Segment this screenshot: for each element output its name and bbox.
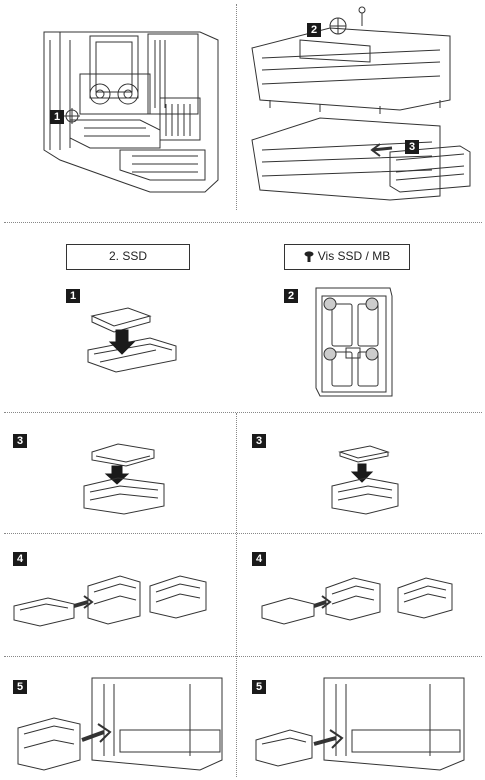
hdd-cage-removal-illustration <box>251 6 471 201</box>
step-badge-ssd-1: 1 <box>66 289 80 303</box>
case-install-left-illustration <box>17 677 223 771</box>
screw-label: Vis SSD / MB <box>317 249 391 263</box>
screw-icon <box>304 251 314 263</box>
divider-horizontal-1 <box>4 222 482 223</box>
step-badge-1: 1 <box>50 110 64 124</box>
step-badge-row4-right: 4 <box>252 552 266 566</box>
divider-horizontal-2 <box>4 412 482 413</box>
cage-insert-left-illustration <box>13 575 207 627</box>
step-badge-2: 2 <box>307 23 321 37</box>
step-badge-row4-left: 4 <box>13 552 27 566</box>
screw-panel-illustration <box>315 287 393 397</box>
step-badge-3: 3 <box>405 140 419 154</box>
screw-label-box: Vis SSD / MB <box>284 244 410 270</box>
divider-vertical-top <box>236 4 237 210</box>
step-badge-row5-right: 5 <box>252 680 266 694</box>
divider-horizontal-3 <box>4 533 482 534</box>
step-badge-row5-left: 5 <box>13 680 27 694</box>
ssd-into-cage-right-illustration <box>331 445 399 515</box>
step-badge-row3-right: 3 <box>252 434 266 448</box>
divider-horizontal-4 <box>4 656 482 657</box>
step-badge-screw-2: 2 <box>284 289 298 303</box>
case-interior-illustration <box>43 31 219 193</box>
hdd-into-cage-left-illustration <box>83 443 165 515</box>
ssd-title-box: 2. SSD <box>66 244 190 270</box>
case-install-right-illustration <box>255 677 465 771</box>
ssd-install-illustration <box>87 307 177 373</box>
step-badge-row3-left: 3 <box>13 434 27 448</box>
divider-vertical-bottom <box>236 413 237 777</box>
cage-insert-right-illustration <box>261 577 453 625</box>
ssd-title: 2. SSD <box>108 249 147 263</box>
